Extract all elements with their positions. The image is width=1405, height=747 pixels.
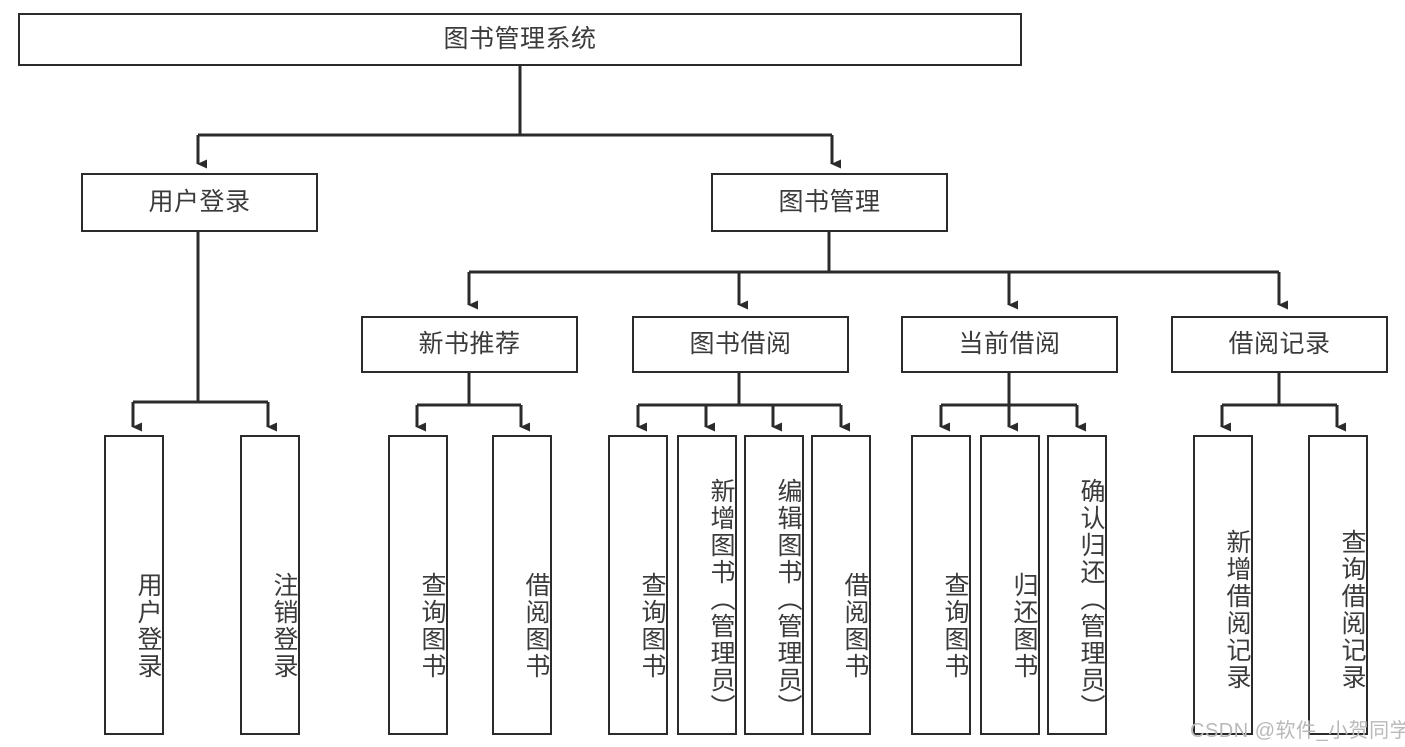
node-leaf-logout[interactable]: 注销登录 — [240, 435, 300, 735]
node-new-book-rec[interactable]: 新书推荐 — [361, 316, 578, 373]
node-leaf-query-record[interactable]: 查询借阅记录 — [1308, 435, 1368, 735]
node-leaf-query-book-2[interactable]: 查询图书 — [608, 435, 668, 735]
node-book-borrow[interactable]: 图书借阅 — [632, 316, 849, 373]
node-current-borrow[interactable]: 当前借阅 — [901, 316, 1118, 373]
node-root[interactable]: 图书管理系统 — [18, 13, 1022, 66]
node-leaf-user-login[interactable]: 用户登录 — [104, 435, 164, 735]
node-borrow-record[interactable]: 借阅记录 — [1171, 316, 1388, 373]
node-leaf-borrow-book-2[interactable]: 借阅图书 — [811, 435, 871, 735]
node-leaf-return-book[interactable]: 归还图书 — [980, 435, 1040, 735]
node-book-manage[interactable]: 图书管理 — [711, 173, 948, 232]
node-leaf-query-book-1[interactable]: 查询图书 — [388, 435, 448, 735]
node-leaf-add-record[interactable]: 新增借阅记录 — [1193, 435, 1253, 735]
node-leaf-edit-book[interactable]: 编辑图书（管理员） — [744, 435, 804, 735]
node-user-login[interactable]: 用户登录 — [81, 173, 318, 232]
node-leaf-confirm-return[interactable]: 确认归还（管理员） — [1047, 435, 1107, 735]
watermark-csdn: CSDN @软件_小贺同学 — [1190, 720, 1405, 742]
node-leaf-add-book[interactable]: 新增图书（管理员） — [677, 435, 737, 735]
node-leaf-borrow-book-1[interactable]: 借阅图书 — [492, 435, 552, 735]
node-leaf-query-book-3[interactable]: 查询图书 — [911, 435, 971, 735]
